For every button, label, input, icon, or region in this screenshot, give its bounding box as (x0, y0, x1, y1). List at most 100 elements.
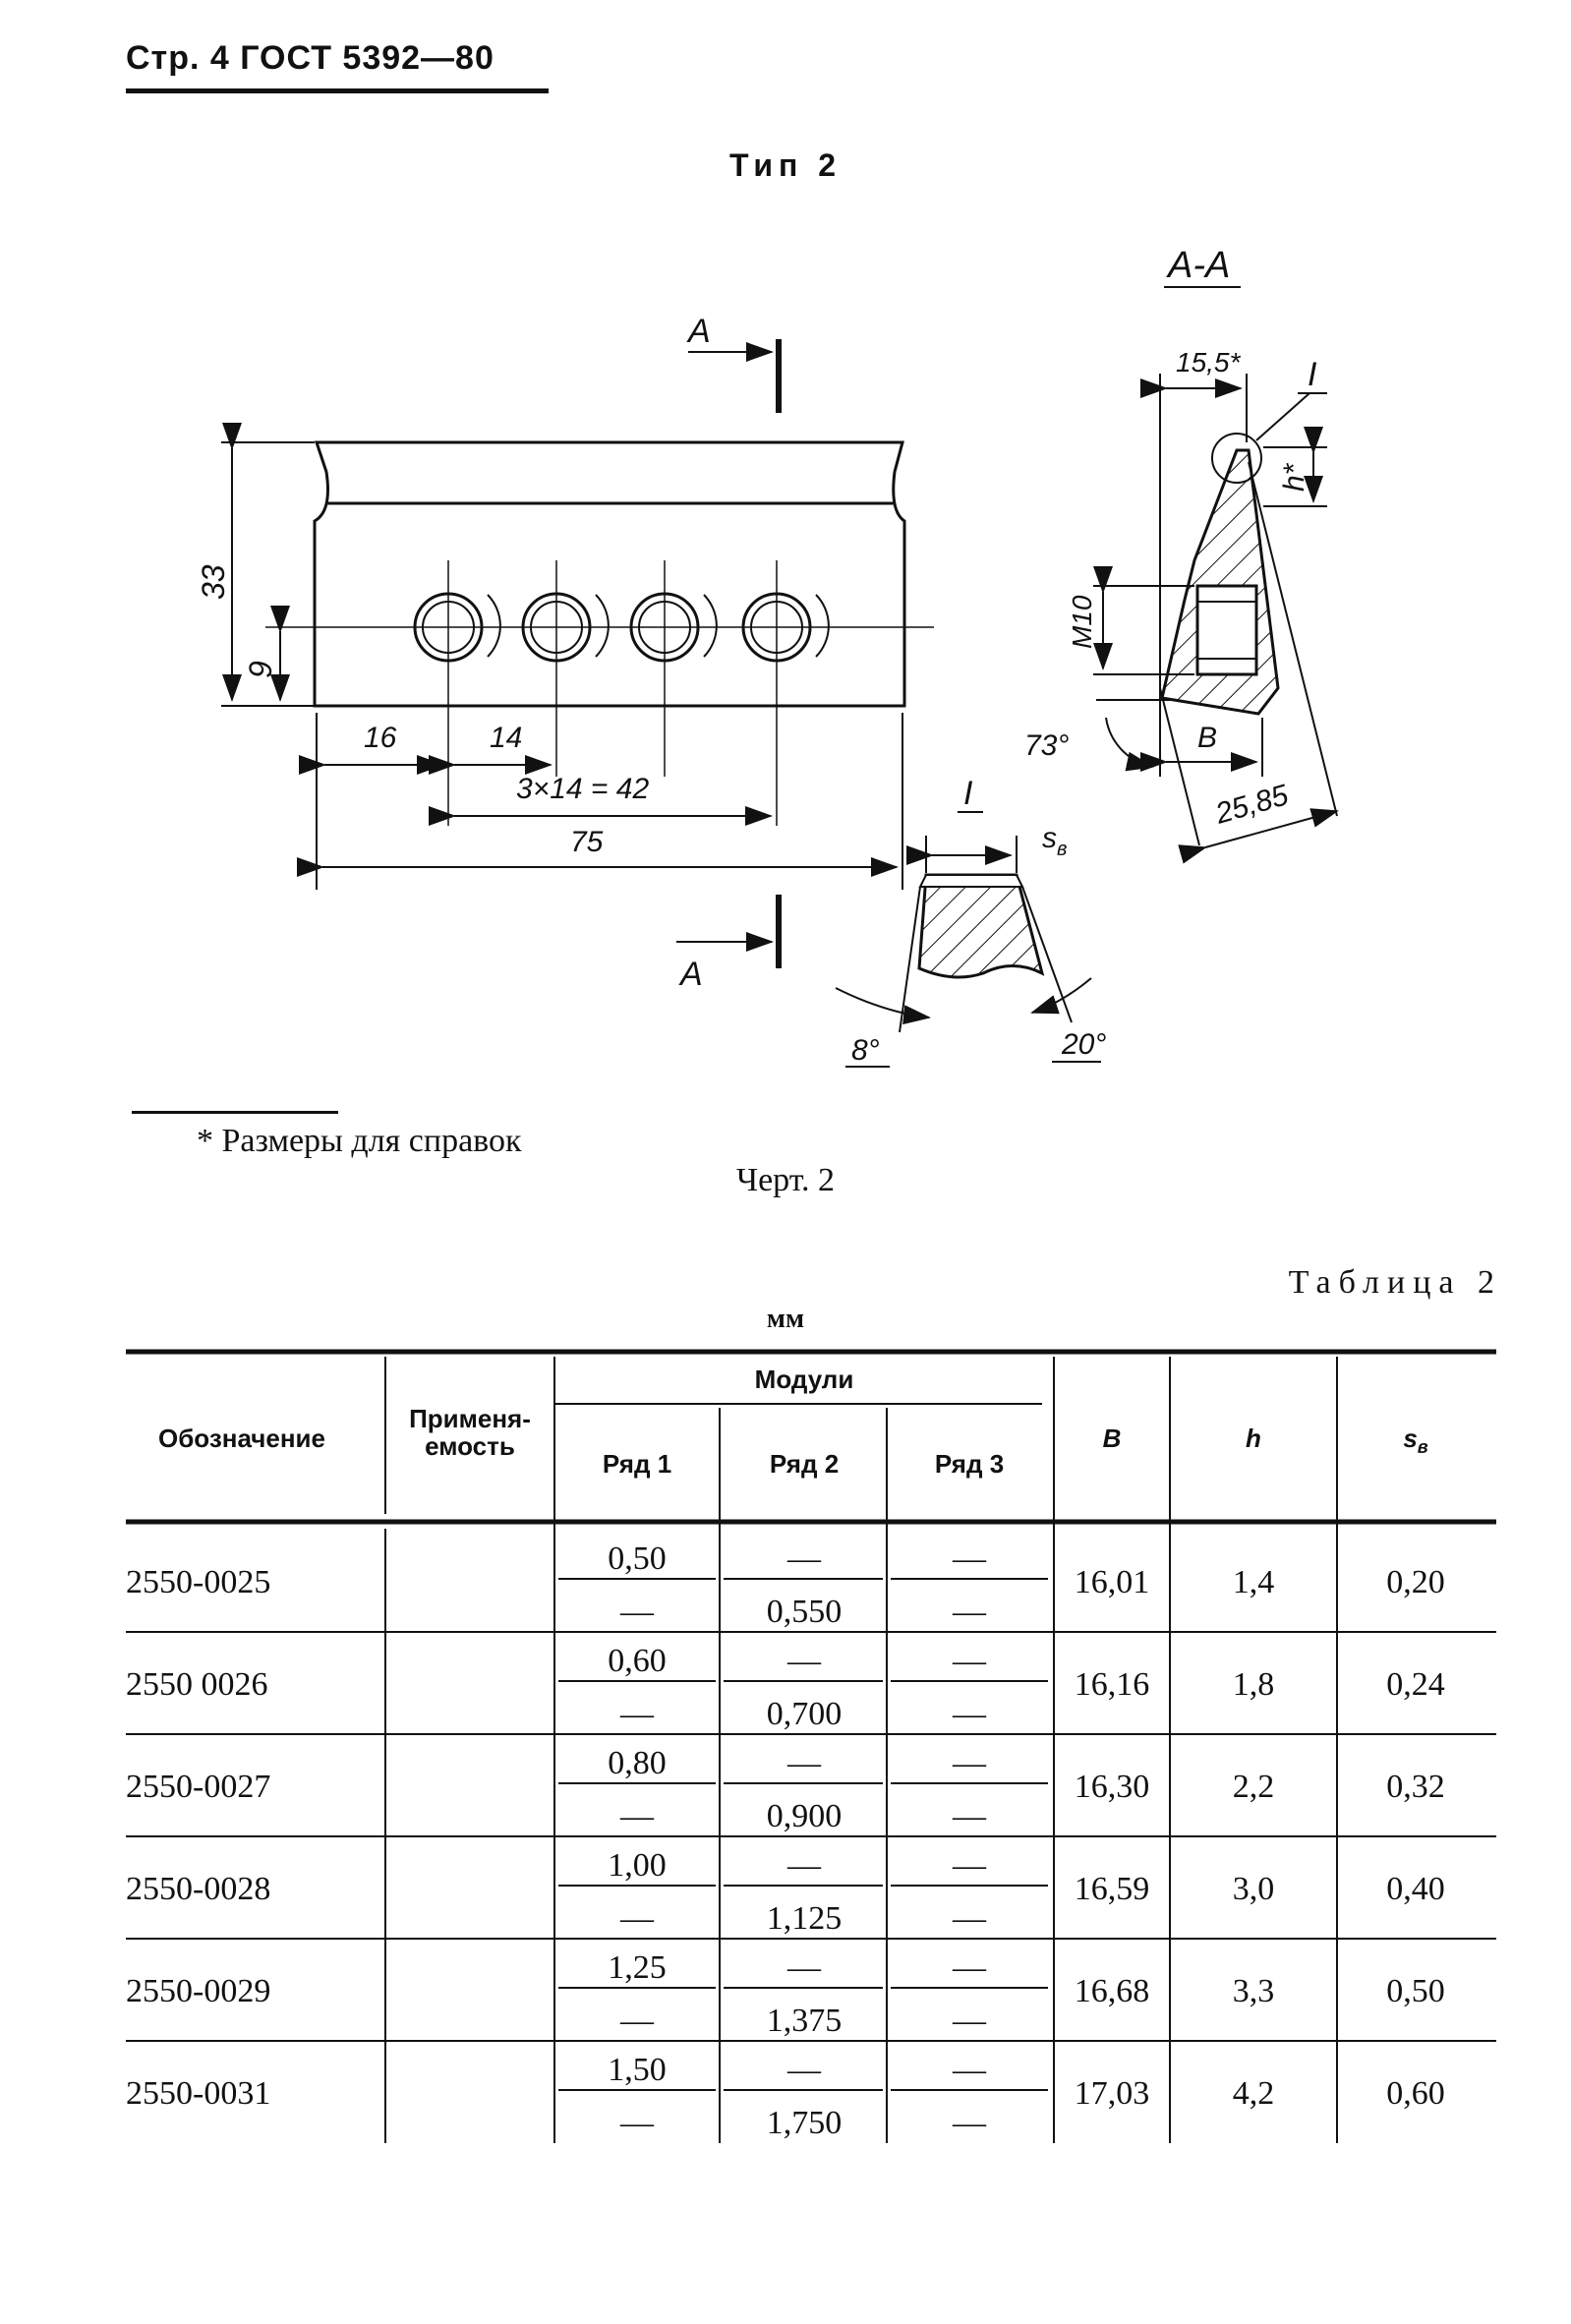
front-dimensions (221, 423, 903, 890)
cell-row1-top: 1,00 (608, 1847, 667, 1884)
dim-b: B (1197, 722, 1217, 754)
detail-dimensions (835, 836, 1101, 1068)
cell-sb: 0,50 (1386, 1973, 1445, 2009)
cell-b: 16,59 (1075, 1871, 1150, 1907)
cell-row3-bottom: — (952, 2003, 987, 2039)
footnote-rule (132, 1111, 338, 1114)
cell-designation: 2550-0027 (126, 1769, 270, 1805)
technical-drawing: 33 9 16 14 3×14 = 42 75 А А А-А (196, 245, 1339, 1068)
cell-designation: 2550-0028 (126, 1871, 270, 1907)
cell-row3-bottom: — (952, 2105, 987, 2141)
cell-h: 3,0 (1233, 1871, 1275, 1907)
cell-row1-top: 1,50 (608, 2052, 667, 2088)
cut-label-top: А (686, 313, 711, 350)
header-applicability-2: емость (425, 1431, 515, 1461)
cell-row1-bottom: — (619, 2003, 655, 2039)
cell-row2-top: — (786, 2052, 822, 2088)
section-dimensions (1093, 374, 1339, 864)
cell-row1-bottom: — (619, 1696, 655, 1732)
dim-14: 14 (490, 722, 522, 754)
cell-b: 16,68 (1075, 1973, 1150, 2009)
cell-designation: 2550 0026 (126, 1666, 268, 1703)
cell-sb: 0,32 (1386, 1769, 1445, 1805)
cell-row1-bottom: — (619, 2105, 655, 2141)
cell-row3-top: — (952, 1643, 987, 1679)
cell-row3-top: — (952, 2052, 987, 2088)
cell-sb: 0,40 (1386, 1871, 1445, 1907)
cell-b: 17,03 (1075, 2075, 1150, 2112)
cell-row1-bottom: — (619, 1900, 655, 1937)
dim-8: 8° (851, 1034, 880, 1067)
cut-label-bottom: А (678, 956, 703, 993)
cell-row3-top: — (952, 1745, 987, 1781)
dim-3x14: 3×14 = 42 (516, 773, 649, 805)
cell-b: 16,01 (1075, 1564, 1150, 1600)
cell-row1-top: 0,50 (608, 1540, 667, 1577)
header-row1: Ряд 1 (603, 1449, 671, 1479)
cell-row2-top: — (786, 1643, 822, 1679)
header-h: h (1246, 1423, 1261, 1453)
dim-15-5: 15,5* (1176, 347, 1241, 378)
cell-h: 4,2 (1233, 2075, 1275, 2112)
cell-row2-top: — (786, 1949, 822, 1986)
cell-sb: 0,20 (1386, 1564, 1445, 1600)
cell-h: 3,3 (1233, 1973, 1275, 2009)
header-row3: Ряд 3 (935, 1449, 1004, 1479)
cell-row2-top: — (786, 1745, 822, 1781)
cell-row2-bottom: 1,750 (767, 2105, 843, 2141)
cell-row1-top: 0,60 (608, 1643, 667, 1679)
header-modules: Модули (755, 1365, 854, 1394)
header-sb: sв (1403, 1423, 1427, 1457)
figure-caption: Черт. 2 (735, 1162, 836, 1198)
dim-9: 9 (243, 661, 278, 678)
cut-marker-top (688, 339, 782, 413)
cell-row1-bottom: — (619, 1594, 655, 1630)
dim-m10: M10 (1067, 595, 1097, 649)
cut-marker-bottom (676, 895, 782, 968)
cell-designation: 2550-0031 (126, 2075, 270, 2112)
cell-row1-top: 0,80 (608, 1745, 667, 1781)
cell-row3-bottom: — (952, 1594, 987, 1630)
cell-h: 2,2 (1233, 1769, 1275, 1805)
cell-row2-top: — (786, 1540, 822, 1577)
cell-row2-bottom: 0,700 (767, 1696, 843, 1732)
cell-designation: 2550-0025 (126, 1564, 270, 1600)
detail-label-2: I (963, 775, 973, 812)
section-view (1160, 433, 1280, 716)
dim-75: 75 (570, 826, 604, 858)
cell-row2-bottom: 1,375 (767, 2003, 843, 2039)
cell-h: 1,8 (1233, 1666, 1275, 1703)
cell-sb: 0,60 (1386, 2075, 1445, 2112)
dim-73: 73° (1024, 729, 1069, 762)
table-units: мм (766, 1304, 805, 1334)
cell-row2-bottom: 0,550 (767, 1594, 843, 1630)
dim-20: 20° (1061, 1028, 1106, 1061)
cell-row1-top: 1,25 (608, 1949, 667, 1986)
detail-label-1: I (1308, 356, 1317, 393)
header-b: B (1103, 1423, 1122, 1453)
front-view (265, 440, 934, 826)
cell-b: 16,16 (1075, 1666, 1150, 1703)
dim-sb: sв (1042, 822, 1067, 860)
cell-designation: 2550-0029 (126, 1973, 270, 2009)
cell-row2-bottom: 0,900 (767, 1798, 843, 1834)
cell-row3-top: — (952, 1949, 987, 1986)
cell-row3-bottom: — (952, 1900, 987, 1937)
page-header-title: Стр. 4 ГОСТ 5392—80 (126, 39, 495, 77)
cell-b: 16,30 (1075, 1769, 1150, 1805)
detail-view (917, 873, 1045, 979)
dim-33: 33 (196, 564, 231, 600)
header-rule (126, 88, 549, 93)
dim-16: 16 (364, 722, 397, 754)
cell-row2-top: — (786, 1847, 822, 1884)
cell-row3-bottom: — (952, 1696, 987, 1732)
cell-sb: 0,24 (1386, 1666, 1445, 1703)
header-row2: Ряд 2 (770, 1449, 839, 1479)
dim-h: h* (1278, 462, 1310, 492)
cell-row1-bottom: — (619, 1798, 655, 1834)
cell-row2-bottom: 1,125 (767, 1900, 843, 1937)
header-applicability-1: Применя- (409, 1404, 531, 1433)
cell-row3-bottom: — (952, 1798, 987, 1834)
